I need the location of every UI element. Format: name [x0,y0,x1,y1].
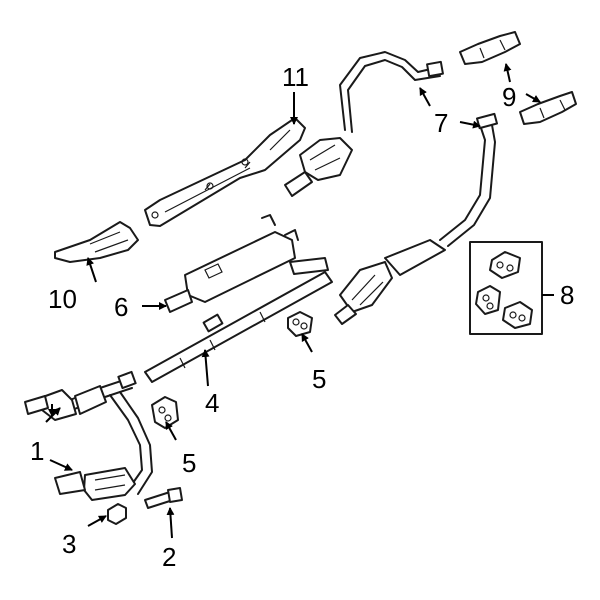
callout-1: 1 [30,436,44,466]
callout-8: 8 [560,280,574,310]
callout-5-left: 5 [182,448,196,478]
part-11-heat-shield [144,117,306,227]
part-2-bolt [144,487,183,509]
part-4-front-pipe [144,271,333,383]
leader-arrows [45,63,541,539]
part-7-rear-pipe [334,112,498,325]
callout-3: 3 [62,529,76,559]
callout-2: 2 [162,542,176,572]
callout-4: 4 [205,388,219,418]
part-7-upper-pipe [284,51,444,197]
part-8-isolator-kit [469,241,554,335]
part-5-hanger-left [151,396,179,429]
part-6-muffler [164,214,329,313]
part-9-exhaust-tips [459,31,577,125]
callout-10: 10 [48,284,77,314]
part-1-catalytic-converter [24,370,153,501]
part-10-heat-shield [54,221,139,263]
part-3-nut [107,503,127,525]
callout-9: 9 [502,82,516,112]
callout-7: 7 [434,108,448,138]
callout-5-right: 5 [312,364,326,394]
callout-11: 11 [282,62,309,92]
callout-6: 6 [114,292,128,322]
part-5-hanger-right [287,311,313,337]
